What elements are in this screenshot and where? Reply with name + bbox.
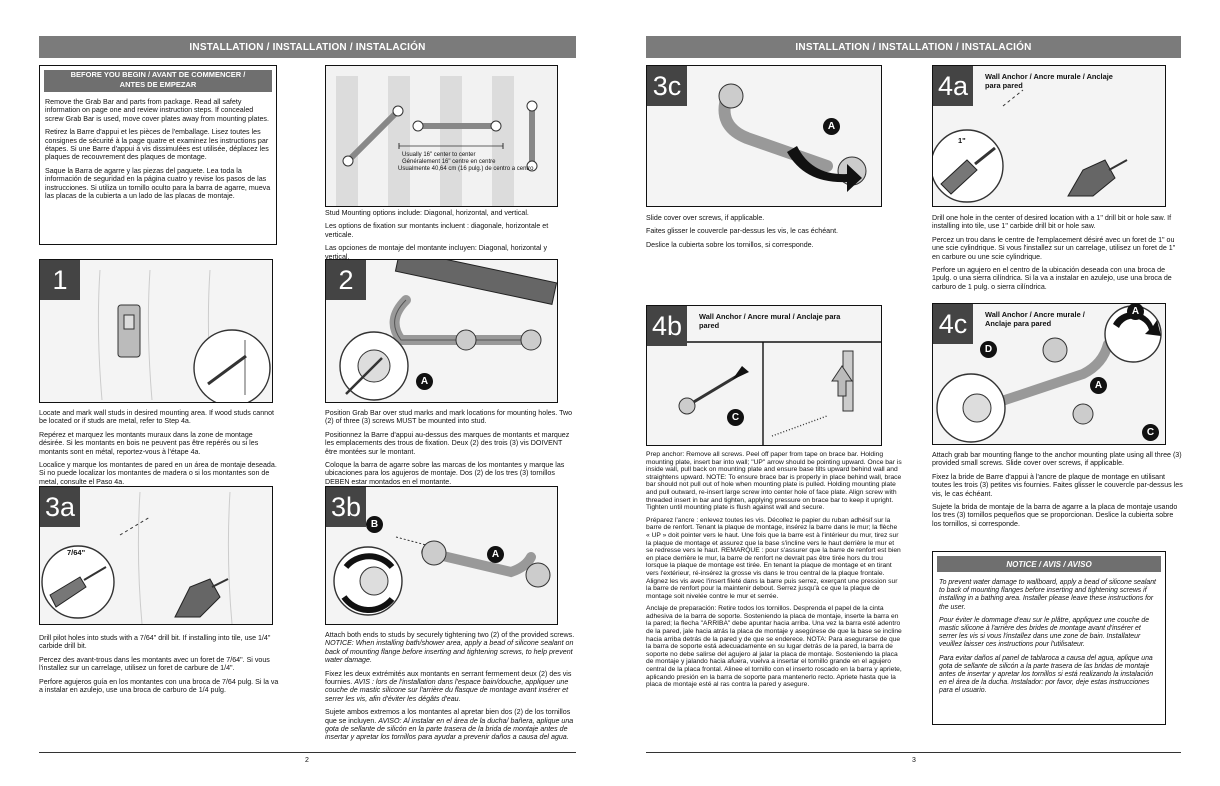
hole-size-label: 1" [958,136,966,145]
step-3b-number: 3b [326,487,366,527]
step-4b-number: 4b [647,306,687,346]
step-2-text: Position Grab Bar over stud marks and ma… [325,409,573,486]
step-4c-text: Attach grab bar mounting flange to the a… [932,451,1183,528]
notice-box: NOTICE / AVIS / AVISO To prevent water d… [932,551,1166,725]
stud-spacing-label: Usually 16" center to center Généralemen… [398,152,534,172]
step-3b-callout-b: B [366,516,383,533]
step-4b-text: Prep anchor: Remove all screws. Peel off… [646,451,902,689]
step-4c-title: Wall Anchor / Ancre murale / Anclaje par… [985,310,1085,328]
step-4b-callout-c: C [727,409,744,426]
step-4c-callout-c: C [1142,424,1159,441]
step-4c-callout-d: D [980,341,997,358]
step-4c-number: 4c [933,304,973,344]
step-4b-illustration: 4b Wall Anchor / Ancre mural / Anclaje p… [646,305,882,446]
step-3a-number: 3a [40,487,80,527]
before-title: BEFORE YOU BEGIN / AVANT DE COMMENCER / … [44,70,272,92]
step-2-illustration: 2 A [325,259,558,403]
step-3b-text: Attach both ends to studs by securely ti… [325,631,575,742]
step-2-number: 2 [326,260,366,300]
step-2-callout-a: A [416,373,433,390]
footer-rule-left [39,752,576,753]
page-number-right: 3 [912,757,916,764]
step-3c-drawing [647,66,881,206]
step-4c-callout-a: A [1090,377,1107,394]
before-you-begin-box: BEFORE YOU BEGIN / AVANT DE COMMENCER / … [39,65,277,245]
step-4a-illustration: 4a Wall Anchor / Ancre murale / Anclaje … [932,65,1166,207]
step-3c-number: 3c [647,66,687,106]
stud-illustration: Usually 16" center to center Généralemen… [325,65,558,207]
step-4b-title: Wall Anchor / Ancre mural / Anclaje para… [699,312,841,330]
step-3a-illustration: 3a 7/64" [39,486,273,625]
step-4c-illustration: 4c Wall Anchor / Ancre murale / Anclaje … [932,303,1166,445]
step-3c-illustration: 3c A [646,65,882,207]
stud-drawing [326,66,557,206]
page-header-left: INSTALLATION / INSTALLATION / INSTALACIÓ… [39,36,576,58]
step-3b-illustration: 3b B A [325,486,558,625]
step-3c-callout-a: A [823,118,840,135]
step-4a-title: Wall Anchor / Ancre murale / Anclaje par… [985,72,1113,90]
notice-title: NOTICE / AVIS / AVISO [937,556,1161,572]
step-3a-text: Drill pilot holes into studs with a 7/64… [39,634,279,695]
step-4c-callout-a-inset: A [1127,304,1144,320]
page-header-right: INSTALLATION / INSTALLATION / INSTALACIÓ… [646,36,1181,58]
step-4a-text: Drill one hole in the center of desired … [932,214,1176,291]
stud-text: Stud Mounting options include: Diagonal,… [325,209,549,261]
step-3b-callout-a: A [487,546,504,563]
step-1-illustration: 1 [39,259,273,403]
before-text: Remove the Grab Bar and parts from packa… [45,98,271,201]
step-3c-text: Slide cover over screws, if applicable. … [646,214,839,249]
drill-bit-size-label: 7/64" [67,548,86,557]
page-number-left: 2 [305,757,309,764]
footer-rule-right [646,752,1181,753]
step-1-text: Locate and mark wall studs in desired mo… [39,409,277,486]
step-4a-number: 4a [933,66,973,106]
notice-text: To prevent water damage to wallboard, ap… [939,579,1156,695]
step-1-number: 1 [40,260,80,300]
